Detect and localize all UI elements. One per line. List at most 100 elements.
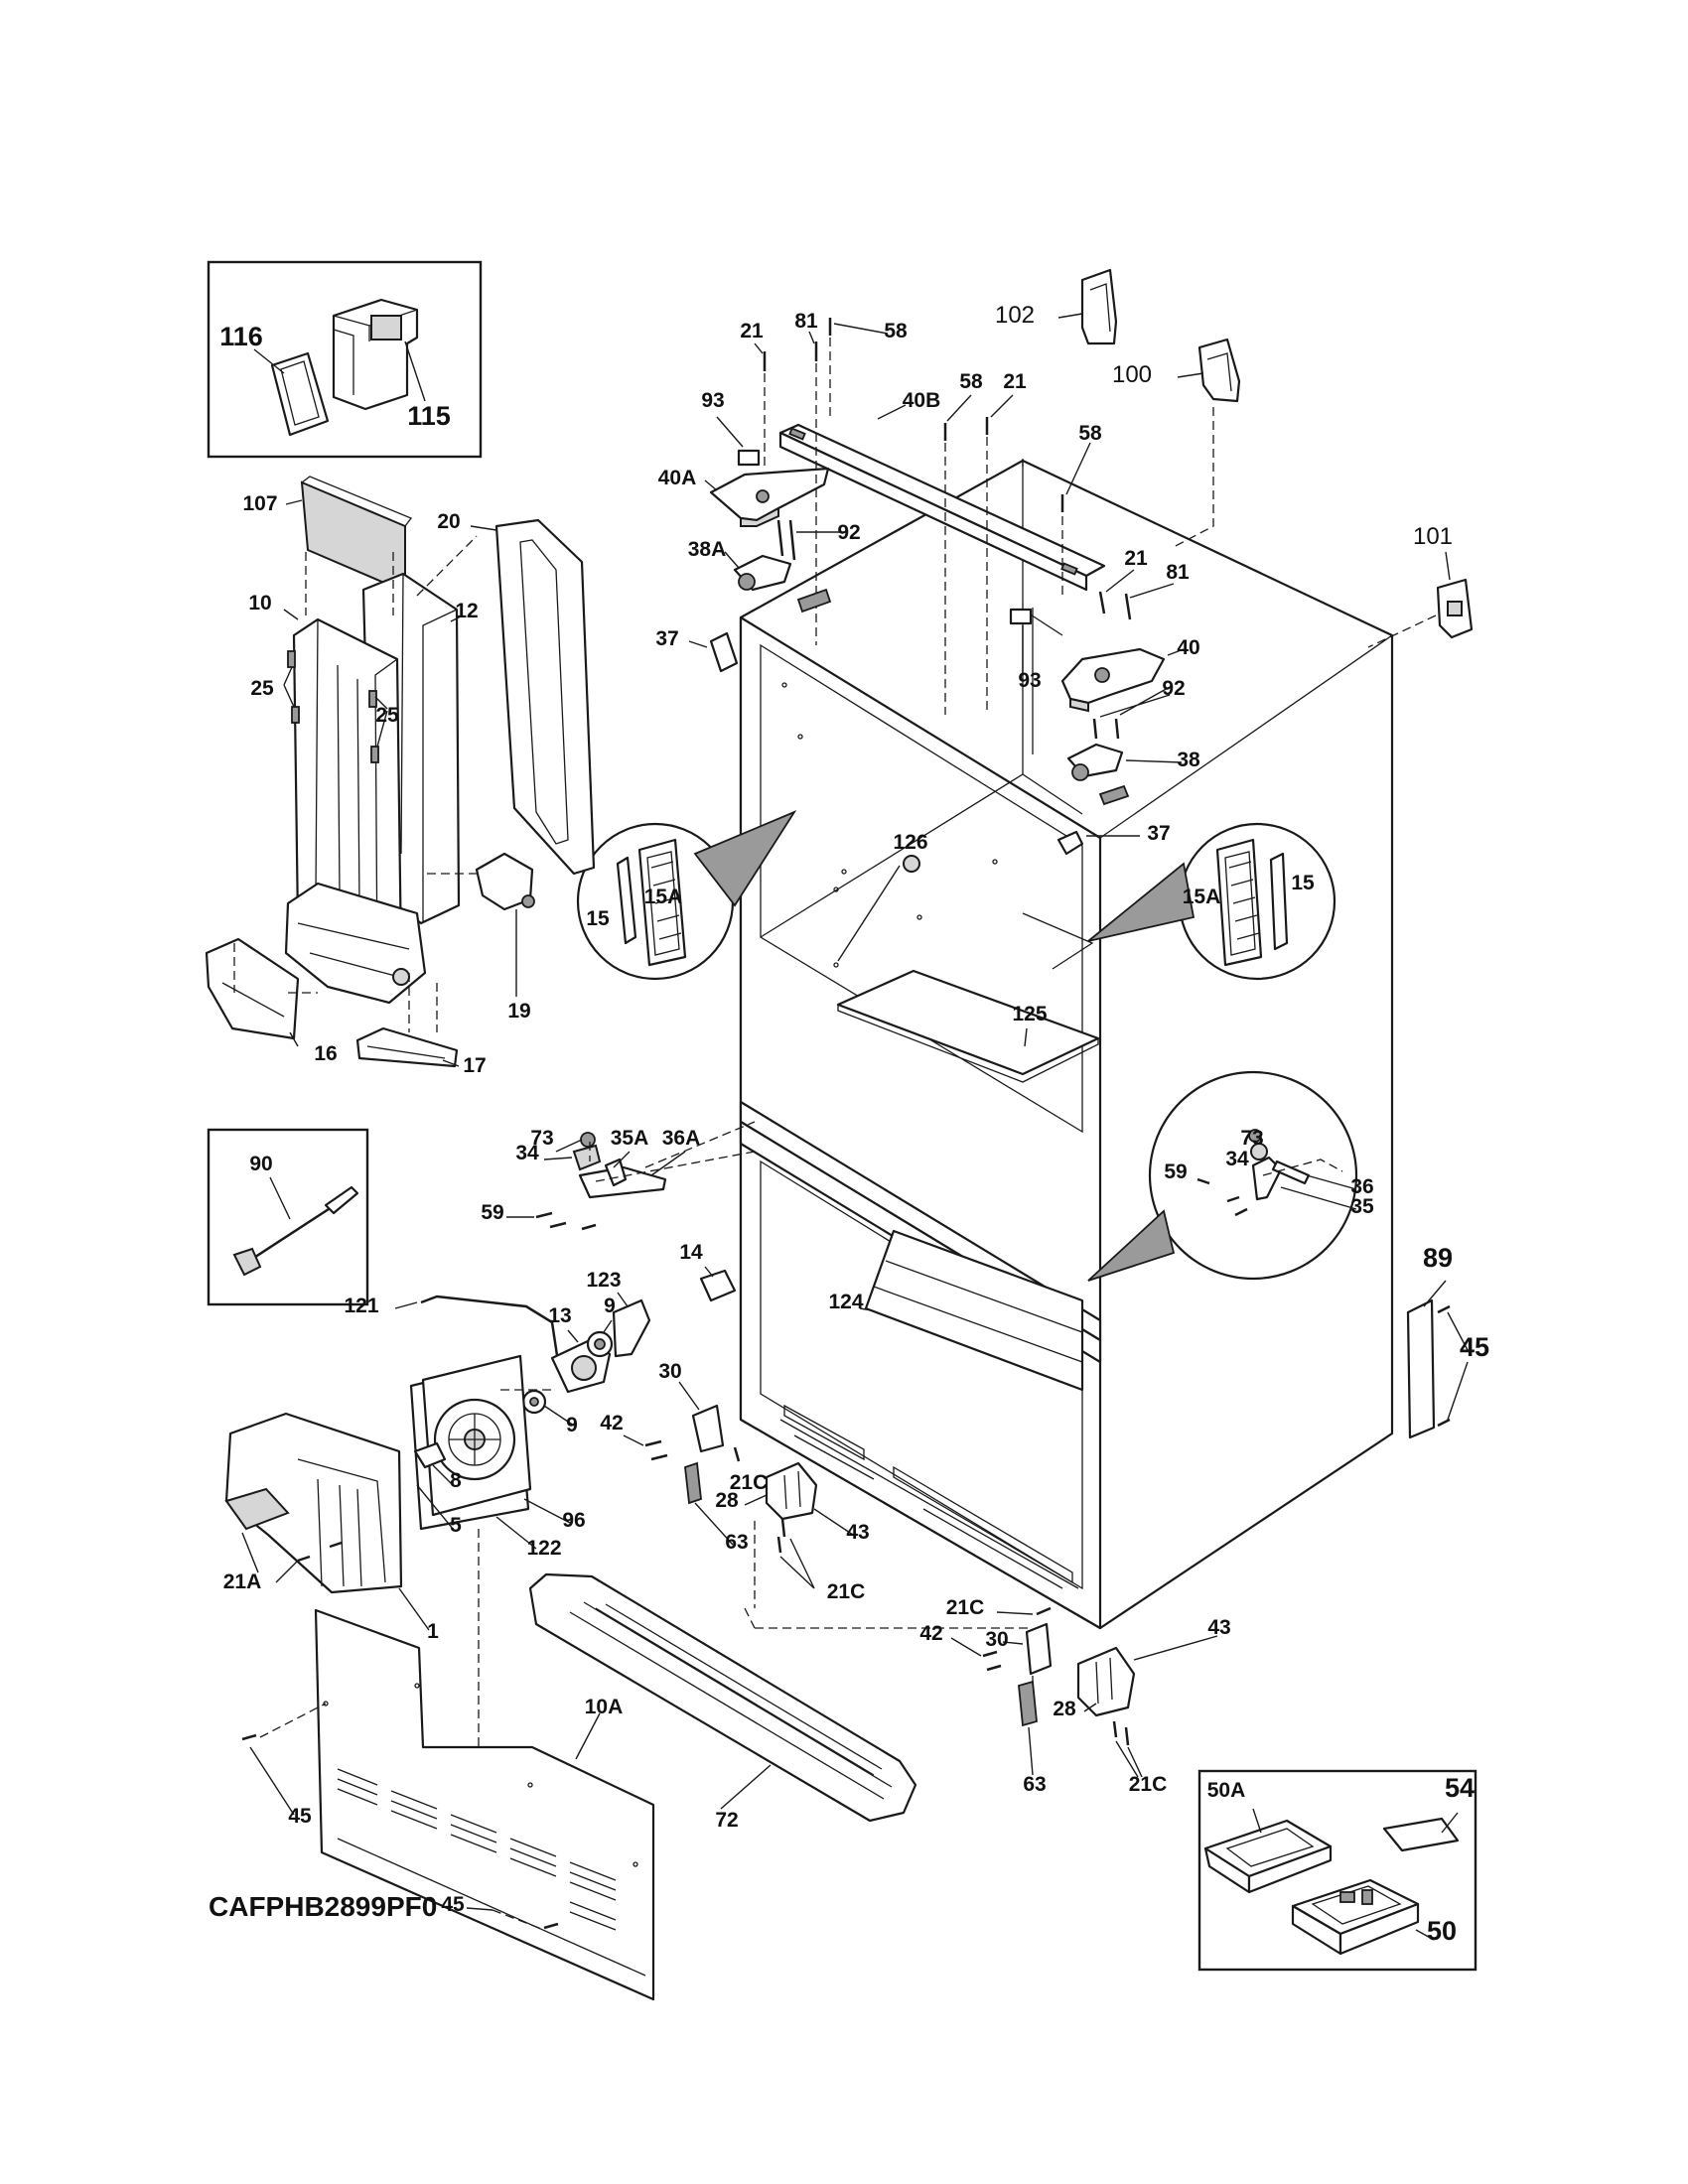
top-hinge-assembly — [688, 268, 1474, 806]
part-callout-72: 72 — [715, 1809, 738, 1832]
part-callout-5: 5 — [450, 1514, 462, 1537]
part-callout-45: 45 — [288, 1805, 312, 1828]
part-callout-92: 92 — [1162, 677, 1185, 700]
part-callout-28: 28 — [1053, 1698, 1076, 1720]
part-callout-15a: 15A — [644, 886, 683, 908]
part-callout-58: 58 — [959, 370, 983, 393]
part-callout-58: 58 — [884, 320, 908, 342]
part-callout-100: 100 — [1112, 361, 1152, 388]
model-number: CAFPHB2899PF0 — [209, 1891, 437, 1922]
part-callout-37: 37 — [1147, 822, 1170, 845]
part-callout-125: 125 — [1012, 1003, 1047, 1025]
lower-front-hinge-group — [623, 1381, 1218, 1778]
part-callout-107: 107 — [242, 492, 277, 515]
part-callout-19: 19 — [507, 1000, 530, 1023]
part-callout-21: 21 — [1003, 370, 1027, 393]
part-callout-115: 115 — [407, 401, 451, 431]
part-callout-90: 90 — [249, 1153, 272, 1175]
part-callout-8: 8 — [450, 1469, 462, 1492]
part-callout-34: 34 — [1225, 1148, 1249, 1170]
part-callout-10a: 10A — [585, 1696, 624, 1718]
part-callout-37: 37 — [655, 627, 678, 650]
part-callout-116: 116 — [219, 322, 263, 351]
part-callout-63: 63 — [725, 1531, 748, 1554]
part-callout-73: 73 — [1240, 1127, 1263, 1150]
part-callout-38a: 38A — [688, 538, 727, 561]
part-callout-21c: 21C — [730, 1471, 769, 1494]
part-callout-93: 93 — [701, 389, 724, 412]
part-callout-30: 30 — [985, 1628, 1008, 1651]
detail-circle-35 — [1087, 1070, 1358, 1282]
part-callout-124: 124 — [828, 1291, 863, 1313]
part-callout-81: 81 — [794, 310, 818, 333]
part-callout-21: 21 — [1124, 547, 1148, 570]
part-callout-93: 93 — [1018, 669, 1041, 692]
part-callout-1: 1 — [427, 1620, 439, 1643]
part-callout-121: 121 — [344, 1295, 378, 1317]
part-callout-15: 15 — [1291, 872, 1315, 894]
part-callout-25: 25 — [250, 677, 274, 700]
part-callout-40b: 40B — [903, 389, 941, 412]
part-callout-21c: 21C — [946, 1596, 985, 1619]
part-callout-126: 126 — [893, 831, 927, 854]
part-callout-9: 9 — [566, 1414, 578, 1436]
part-callout-81: 81 — [1166, 561, 1190, 584]
part-callout-89: 89 — [1423, 1243, 1453, 1273]
fan-assembly-group — [224, 1266, 737, 1813]
part-callout-59: 59 — [1164, 1160, 1187, 1183]
part-callout-38: 38 — [1177, 749, 1200, 771]
part-callout-50a: 50A — [1207, 1779, 1246, 1802]
part-callout-40a: 40A — [658, 467, 697, 489]
part-callout-45: 45 — [1460, 1332, 1489, 1362]
part-callout-35a: 35A — [611, 1127, 649, 1150]
part-callout-21c: 21C — [827, 1580, 866, 1603]
inset-box-top-left — [207, 260, 483, 459]
part-callout-13: 13 — [548, 1304, 571, 1327]
part-callout-123: 123 — [586, 1269, 621, 1292]
part-callout-59: 59 — [481, 1201, 503, 1224]
part-callout-96: 96 — [562, 1509, 585, 1532]
part-callout-16: 16 — [314, 1042, 337, 1065]
part-callout-50: 50 — [1427, 1916, 1457, 1946]
part-callout-54: 54 — [1445, 1773, 1475, 1803]
part-callout-35: 35 — [1350, 1195, 1374, 1218]
part-callout-36: 36 — [1350, 1175, 1373, 1198]
left-air-duct-group — [205, 476, 596, 1068]
part-callout-14: 14 — [679, 1241, 703, 1264]
rear-panel-89 — [1406, 1280, 1469, 1439]
part-callout-21c: 21C — [1129, 1773, 1168, 1796]
inset-box-90 — [207, 1128, 369, 1306]
part-callout-10: 10 — [248, 592, 271, 614]
part-callout-21a: 21A — [223, 1570, 262, 1593]
detail-circle-15-right — [1087, 822, 1336, 981]
part-callout-30: 30 — [658, 1360, 681, 1383]
part-callout-101: 101 — [1413, 523, 1453, 550]
part-callout-17: 17 — [463, 1054, 486, 1077]
cabinet — [739, 459, 1394, 1630]
part-callout-42: 42 — [600, 1412, 623, 1434]
part-callout-63: 63 — [1023, 1773, 1046, 1796]
part-callout-43: 43 — [1207, 1616, 1230, 1639]
inset-box-50 — [1197, 1769, 1477, 1972]
part-callout-25: 25 — [375, 704, 399, 727]
part-callout-92: 92 — [837, 521, 860, 544]
kickplate-and-grille — [241, 1572, 1033, 2001]
part-callout-9: 9 — [604, 1295, 616, 1317]
part-callout-15a: 15A — [1183, 886, 1221, 908]
hinge-35A-group — [506, 1121, 756, 1231]
part-callout-43: 43 — [846, 1521, 869, 1544]
part-callout-45: 45 — [441, 1893, 465, 1916]
detail-circle-15-left — [576, 810, 797, 981]
part-callout-36a: 36A — [662, 1127, 701, 1150]
part-callout-73: 73 — [530, 1127, 553, 1150]
part-callout-15: 15 — [586, 907, 610, 930]
part-callout-122: 122 — [526, 1537, 561, 1560]
part-callout-21: 21 — [740, 320, 764, 342]
part-callout-58: 58 — [1078, 422, 1102, 445]
part-callout-34: 34 — [515, 1142, 539, 1164]
part-callout-42: 42 — [919, 1622, 942, 1645]
part-callout-102: 102 — [995, 302, 1035, 329]
part-callout-40: 40 — [1177, 636, 1199, 659]
